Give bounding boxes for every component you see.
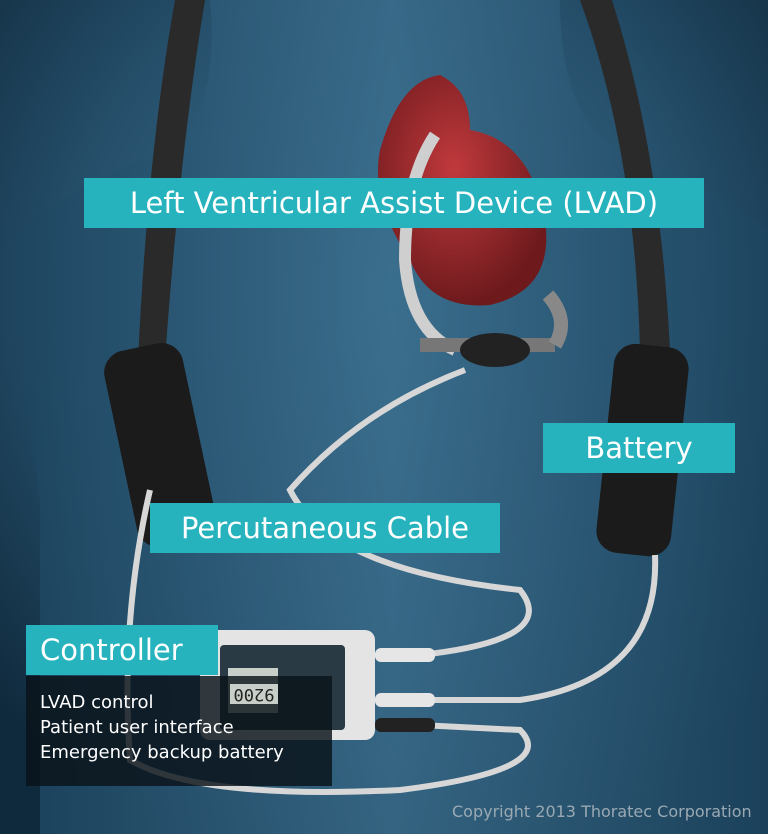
controller-label: Controller [26, 625, 218, 675]
battery-label: Battery [543, 423, 735, 473]
controller-description: LVAD control Patient user interface Emer… [26, 676, 332, 786]
right-strap [580, 0, 670, 350]
feature-item: LVAD control [40, 692, 154, 713]
feature-item: Patient user interface [40, 717, 234, 738]
connector-1 [375, 648, 435, 662]
pump-speed-readout: 9200 [230, 684, 278, 704]
copyright-notice: Copyright 2013 Thoratec Corporation [452, 802, 752, 821]
battery-left [104, 342, 216, 548]
percutaneous-cable-label: Percutaneous Cable [150, 503, 500, 553]
inflow-cannula [542, 290, 569, 349]
connector-3 [375, 718, 435, 732]
feature-item: Emergency backup battery [40, 742, 284, 763]
connector-2 [375, 693, 435, 707]
pump-body [460, 333, 530, 367]
outflow-graft [398, 131, 458, 356]
lvad-label: Left Ventricular Assist Device (LVAD) [84, 178, 704, 228]
battery-cable-right [420, 554, 659, 703]
